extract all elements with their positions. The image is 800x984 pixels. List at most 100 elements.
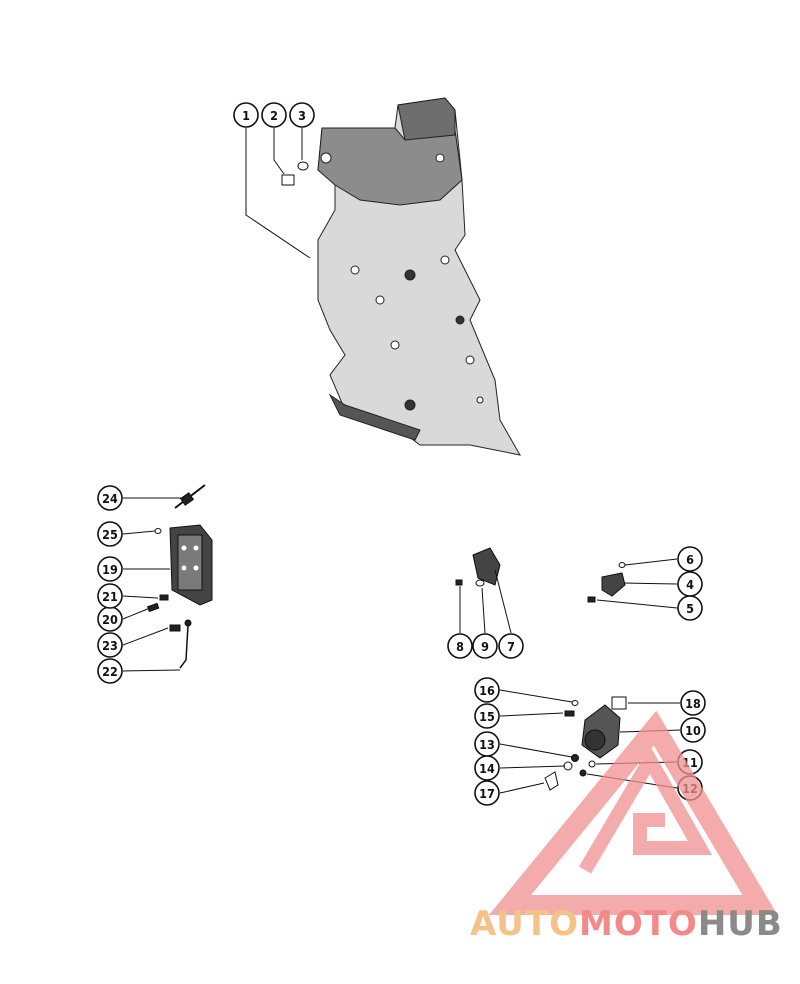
nut-part-12 xyxy=(579,769,587,777)
callout-circle xyxy=(97,583,123,609)
callout-circle xyxy=(97,658,123,684)
callout-13: 13 xyxy=(474,731,500,757)
callout-circle xyxy=(289,102,315,128)
callout-3: 3 xyxy=(289,102,315,128)
callout-8: 8 xyxy=(447,633,473,659)
callout-4: 4 xyxy=(677,571,703,597)
callout-20: 20 xyxy=(97,606,123,632)
callout-number: 1 xyxy=(242,108,250,123)
callout-number: 21 xyxy=(102,589,118,604)
bracket-part-4 xyxy=(601,572,626,597)
callout-circle xyxy=(233,102,259,128)
callout-17: 17 xyxy=(474,780,500,806)
callout-number: 13 xyxy=(479,737,495,752)
callout-number: 15 xyxy=(479,709,495,724)
logo-auto: AUTO xyxy=(470,904,579,944)
bolt-part-2 xyxy=(281,174,295,186)
bracket-part-7 xyxy=(472,547,501,586)
callout-circle xyxy=(97,632,123,658)
callout-number: 16 xyxy=(479,683,495,698)
callout-number: 6 xyxy=(686,552,694,567)
callout-circle xyxy=(97,521,123,547)
logo-hub: HUB xyxy=(698,904,783,944)
callout-number: 8 xyxy=(456,639,464,654)
callout-25: 25 xyxy=(97,521,123,547)
callout-number: 4 xyxy=(686,577,694,592)
washer-part-9 xyxy=(475,579,485,587)
washer-part-3 xyxy=(297,161,309,171)
callout-circle xyxy=(677,595,703,621)
logo-triangle xyxy=(488,710,778,915)
callout-circle xyxy=(97,556,123,582)
callout-23: 23 xyxy=(97,632,123,658)
callout-number: 23 xyxy=(102,638,118,653)
screw-part-15 xyxy=(564,710,575,717)
callout-circle xyxy=(472,633,498,659)
callout-circle xyxy=(474,780,500,806)
screw-part-8 xyxy=(455,579,463,586)
callout-number: 20 xyxy=(102,612,118,627)
callout-circle xyxy=(474,755,500,781)
callout-number: 9 xyxy=(481,639,489,654)
callout-number: 19 xyxy=(102,562,118,577)
callout-number: 17 xyxy=(479,786,495,801)
logo-outer-triangle xyxy=(488,710,778,915)
callout-19: 19 xyxy=(97,556,123,582)
callout-circle xyxy=(97,485,123,511)
callout-22: 22 xyxy=(97,658,123,684)
washer-part-11 xyxy=(588,760,596,768)
callout-circle xyxy=(677,546,703,572)
callout-5: 5 xyxy=(677,595,703,621)
callout-number: 24 xyxy=(102,491,118,506)
callout-9: 9 xyxy=(472,633,498,659)
callout-number: 10 xyxy=(685,723,701,738)
callout-6: 6 xyxy=(677,546,703,572)
callout-15: 15 xyxy=(474,703,500,729)
automotohub-logo: AUTOMOTOHUB xyxy=(470,710,783,944)
terminal-part-17 xyxy=(544,771,559,791)
logo-moto: MOTO xyxy=(579,904,698,944)
electronic-module-19 xyxy=(169,524,213,606)
callout-number: 14 xyxy=(479,761,495,776)
callout-number: 3 xyxy=(298,108,306,123)
callout-circle xyxy=(680,717,706,743)
callout-number: 7 xyxy=(507,639,515,654)
callout-number: 5 xyxy=(686,601,694,616)
logo-inner-mark xyxy=(578,746,713,874)
leader-lines xyxy=(122,128,681,794)
callout-circle xyxy=(680,690,706,716)
connector-part-23 xyxy=(169,624,181,632)
callout-7: 7 xyxy=(498,633,524,659)
callout-circle xyxy=(474,677,500,703)
bracket-part-18 xyxy=(611,696,627,710)
screw-part-21 xyxy=(159,594,169,601)
washer-part-25 xyxy=(154,528,162,534)
nut-part-13 xyxy=(571,754,579,762)
callout-1: 1 xyxy=(233,102,259,128)
callout-2: 2 xyxy=(261,102,287,128)
callout-14: 14 xyxy=(474,755,500,781)
callout-24: 24 xyxy=(97,485,123,511)
screw-part-5 xyxy=(587,596,596,603)
logo-text: AUTOMOTOHUB xyxy=(470,904,783,944)
lead-part-22 xyxy=(179,619,192,669)
callout-circle xyxy=(474,703,500,729)
washer-part-16 xyxy=(571,700,579,706)
callout-number: 22 xyxy=(102,664,118,679)
adapter-plate xyxy=(317,97,521,456)
nut-part-14 xyxy=(563,761,573,771)
callout-18: 18 xyxy=(680,690,706,716)
screw-part-20 xyxy=(146,602,160,613)
callout-circle xyxy=(447,633,473,659)
callout-10: 10 xyxy=(680,717,706,743)
callout-16: 16 xyxy=(474,677,500,703)
callout-number: 18 xyxy=(685,696,701,711)
callout-21: 21 xyxy=(97,583,123,609)
solenoid-part-10 xyxy=(581,704,621,759)
callout-circle xyxy=(498,633,524,659)
callout-number: 25 xyxy=(102,527,118,542)
washer-part-6 xyxy=(618,562,626,568)
wire-part-24 xyxy=(174,484,206,509)
